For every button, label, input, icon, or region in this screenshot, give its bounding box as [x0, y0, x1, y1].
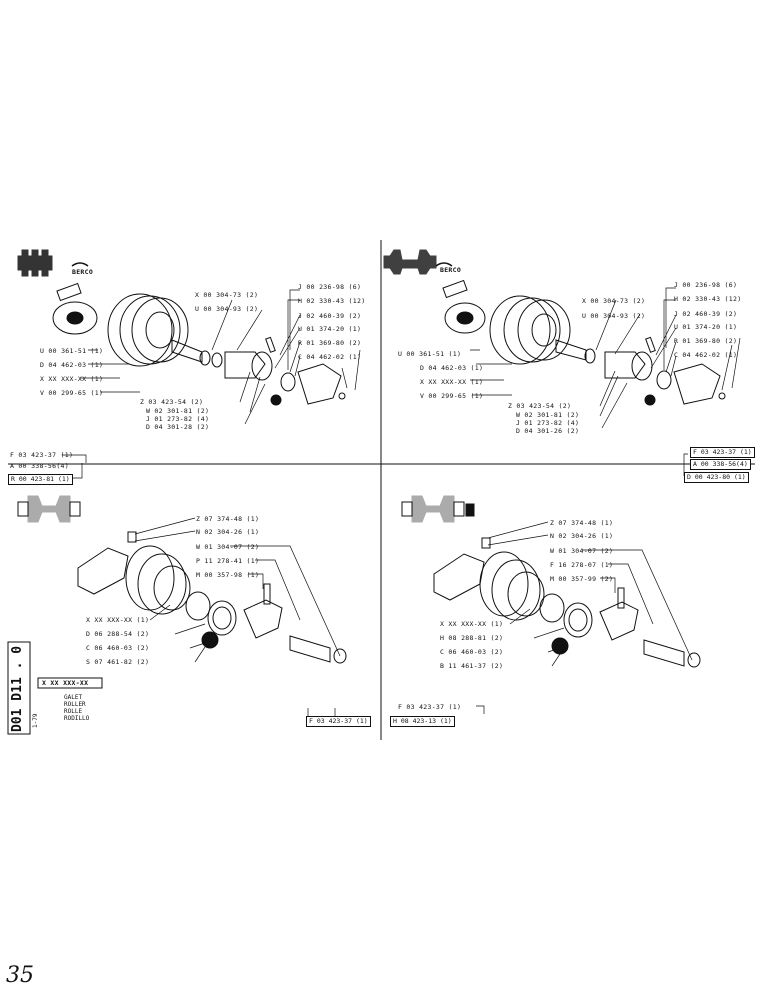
q1-label-right-1: H 02 330-43 (12) [298, 297, 366, 305]
q2-label-group-1: W 02 301-81 (2) [516, 411, 580, 419]
q2-box-2: A 00 338-56(4) [690, 459, 751, 470]
q2-box-3: D 00 423-80 (1) [684, 472, 749, 483]
name-es: RODILLO [64, 715, 90, 722]
q1-label-group-3: D 04 301-28 (2) [146, 423, 210, 431]
q1-leaders [62, 289, 361, 479]
q2-label-right-0: J 00 236-98 (6) [674, 281, 738, 289]
q4-box-1: F 03 423-37 (1) [398, 703, 462, 711]
q3-roller-icon [17, 495, 81, 523]
q4-label-left-3: B 11 461-37 (2) [440, 662, 504, 670]
q1-label-right-4: R 01 369-80 (2) [298, 339, 362, 347]
q1-roller-assembly [52, 282, 346, 406]
q3-label-left-1: D 06 288-54 (2) [86, 630, 150, 638]
q1-label-group-1: W 02 301-81 (2) [146, 407, 210, 415]
q1-label-right-0: J 00 236-98 (6) [298, 283, 362, 291]
q4-label-right-3: F 16 278-07 (1) [550, 561, 614, 569]
q2-box-1: F 03 423-37 (1) [690, 447, 755, 458]
q3-label-right-0: Z 07 374-48 (1) [196, 515, 260, 523]
q1-track-icon [17, 249, 89, 277]
part-number: X XX XXX-XX [42, 679, 89, 687]
q2-label-right-1: H 02 330-43 (12) [674, 295, 742, 303]
q2-label-mid-1: U 00 304-93 (2) [582, 312, 646, 320]
q2-label-right-2: J 02 460-39 (2) [674, 310, 738, 318]
q4-label-left-0: X XX XXX-XX (1) [440, 620, 504, 628]
q4-label-left-1: H 08 288-81 (2) [440, 634, 504, 642]
q4-label-right-0: Z 07 374-48 (1) [550, 519, 614, 527]
q2-brand: BERCO [440, 266, 462, 274]
name-en: ROLLER [64, 701, 86, 708]
q1-box-1: F 03 423-37 (1) [10, 451, 74, 459]
name-fr: GALET [64, 694, 83, 701]
model-badge: D01 D11 . 0 [10, 645, 25, 732]
q4-roller-icon [401, 495, 475, 523]
q2-leaders [470, 287, 741, 476]
q1-brand: BERCO [72, 268, 94, 276]
q4-label-right-1: N 02 304-26 (1) [550, 532, 614, 540]
name-de: ROLLE [64, 708, 83, 715]
q2-label-right-5: C 04 462-02 (1) [674, 351, 738, 359]
q2-label-right-4: R 01 369-80 (2) [674, 337, 738, 345]
q4-leaders [476, 521, 693, 714]
q1-label-mid-1: U 00 304-93 (2) [195, 305, 259, 313]
q1-box-2: A 00 338-56(4) [10, 462, 69, 470]
q2-label-left-2: X XX XXX-XX (1) [420, 378, 484, 386]
q3-box: F 03 423-37 (1) [306, 716, 371, 727]
q2-label-group-3: D 04 301-26 (2) [516, 427, 580, 435]
q2-label-right-3: U 01 374-20 (1) [674, 323, 738, 331]
page-number: 35 [6, 963, 34, 988]
q1-label-right-2: J 02 460-39 (2) [298, 312, 362, 320]
q3-roller-assembly [77, 531, 347, 664]
q1-label-left-0: U 00 361-51 (1) [40, 347, 104, 355]
part-no-frame [37, 677, 103, 689]
q3-label-right-1: N 02 304-26 (1) [196, 528, 260, 536]
q2-label-left-3: V 00 299-65 (1) [420, 392, 484, 400]
q2-roller-assembly [442, 279, 726, 406]
q3-label-right-2: W 01 304-07 (2) [196, 543, 260, 551]
q1-label-left-1: D 04 462-03 (1) [40, 361, 104, 369]
q4-box-2: H 08 423-13 (1) [390, 716, 455, 727]
q2-label-group-0: Z 03 423-54 (2) [508, 402, 572, 410]
q3-label-right-4: M 00 357-98 (1) [196, 571, 260, 579]
q2-label-left-0: U 00 361-51 (1) [398, 350, 462, 358]
q2-label-mid-0: X 00 304-73 (2) [582, 297, 646, 305]
q2-label-left-1: D 04 462-03 (1) [420, 364, 484, 372]
q3-label-right-3: P 11 278-41 (1) [196, 557, 260, 565]
q1-label-right-3: U 01 374-20 (1) [298, 325, 362, 333]
q1-box-3: R 00 423-81 (1) [8, 474, 73, 485]
part-names: GALET ROLLER ROLLE RODILLO [64, 694, 89, 722]
q4-roller-assembly [433, 537, 701, 668]
q3-label-left-3: S 07 461-82 (2) [86, 658, 150, 666]
q4-label-left-2: C 06 460-03 (2) [440, 648, 504, 656]
q3-label-left-0: X XX XXX-XX (1) [86, 616, 150, 624]
model-date: 1-79 [32, 713, 39, 728]
q4-label-right-4: M 00 357-99 (2) [550, 575, 614, 583]
q1-label-group-0: Z 03 423-54 (2) [140, 398, 204, 406]
q1-label-left-2: X XX XXX-XX (1) [40, 375, 104, 383]
q4-label-right-2: W 01 304-07 (2) [550, 547, 614, 555]
q1-label-left-3: V 00 299-65 (1) [40, 389, 104, 397]
q3-label-left-2: C 06 460-03 (2) [86, 644, 150, 652]
q1-label-mid-0: X 00 304-73 (2) [195, 291, 259, 299]
q2-label-group-2: J 01 273-82 (4) [516, 419, 580, 427]
q1-label-right-5: C 04 462-02 (1) [298, 353, 362, 361]
q1-label-group-2: J 01 273-82 (4) [146, 415, 210, 423]
q2-track-icon [383, 249, 453, 275]
